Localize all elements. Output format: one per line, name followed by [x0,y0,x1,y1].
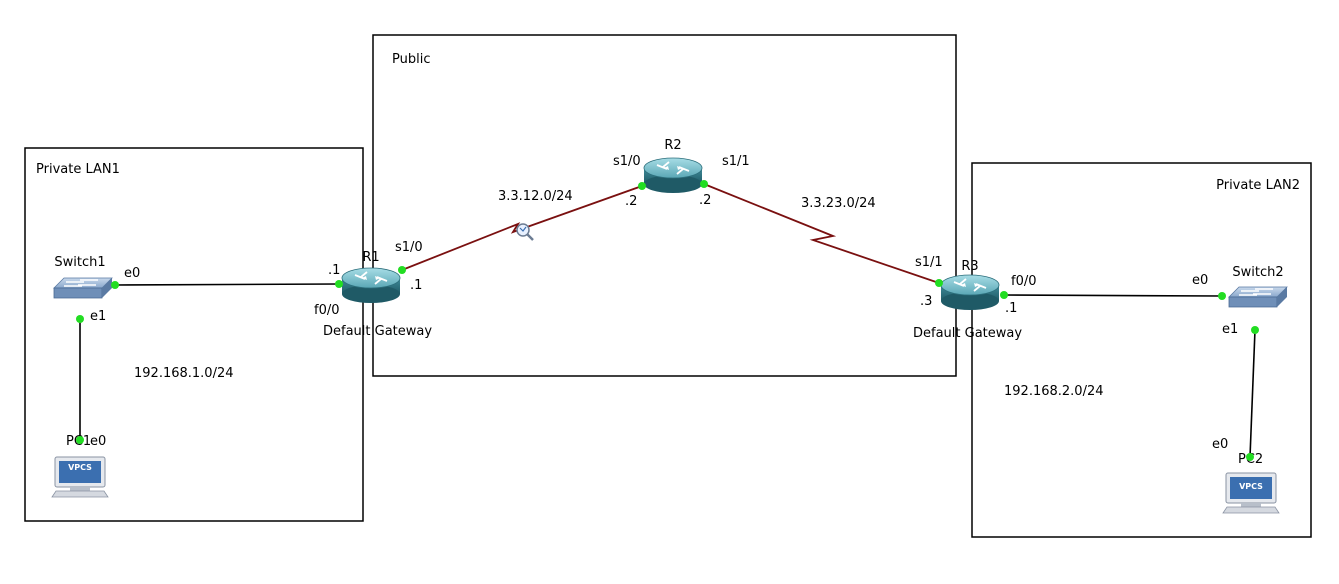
port-dot [398,266,406,274]
addr-label-r3-wan: .3 [920,294,932,309]
zone-private-lan1: Private LAN1 [24,147,364,522]
port-label-r1-s10: s1/0 [395,240,423,255]
port-dot [335,280,343,288]
port-dot [76,436,84,444]
vpcs2-badge: VPCS [1239,482,1263,491]
port-label-r2-s10: s1/0 [613,154,641,169]
link-switch2-pc2[interactable] [1249,329,1256,458]
port-label-r3-s11: s1/1 [915,255,943,270]
port-label-sw1-e1: e1 [90,309,106,324]
zone-lan2-label: Private LAN2 [1216,178,1300,193]
port-label-r3-f00: f0/0 [1011,274,1037,289]
link-switch1-r1[interactable] [114,283,340,286]
router-r1[interactable]: R1 [341,250,401,304]
router-r1-label: R1 [362,250,379,265]
port-dot [1218,292,1226,300]
computer-icon [1222,472,1280,514]
port-label-r1-f00: f0/0 [314,303,340,318]
port-label-pc2-e0: e0 [1212,437,1228,452]
port-label-sw1-e0: e0 [124,266,140,281]
packet-capture-icon[interactable] [516,223,534,241]
router-icon [643,157,703,194]
port-indicators [76,180,1259,461]
addr-label-r3-lan: .1 [1005,301,1017,316]
port-dot [76,315,84,323]
port-dot [1246,453,1254,461]
link-r3-switch2[interactable] [1003,294,1223,297]
zone-public: Public [372,34,957,377]
port-dot [111,281,119,289]
switch1-label: Switch1 [54,255,105,270]
network-label-lan1: 192.168.1.0/24 [134,366,234,381]
network-label-net23: 3.3.23.0/24 [801,196,876,211]
switch2-label: Switch2 [1232,265,1283,280]
switch-switch1[interactable]: Switch1 [53,255,113,299]
router-r2[interactable]: R2 [643,138,703,194]
switch-switch2[interactable]: Switch2 [1228,265,1288,308]
note-gateway1: Default Gateway [323,324,432,339]
zone-public-border [372,34,957,377]
addr-label-r2-s10: .2 [625,194,637,209]
zone-lan2-border [971,162,1312,538]
port-dot [935,279,943,287]
vpcs-pc2[interactable]: VPCS PC2 [1222,452,1280,514]
port-dot [700,180,708,188]
port-dot [638,182,646,190]
router-r3-label: R3 [961,259,978,274]
port-dot [1000,291,1008,299]
router-r3[interactable]: R3 [940,259,1000,311]
port-dot [1251,326,1259,334]
switch-icon [53,277,113,299]
addr-label-r1-wan: .1 [410,278,422,293]
link-r2-r3-serial[interactable] [703,183,940,284]
zone-lan1-label: Private LAN1 [36,162,120,177]
zone-lan1-border [24,147,364,522]
port-label-sw2-e1: e1 [1222,322,1238,337]
zone-private-lan2: Private LAN2 [971,162,1312,538]
router-r2-label: R2 [664,138,681,153]
port-label-sw2-e0: e0 [1192,273,1208,288]
vpcs1-badge: VPCS [68,463,92,472]
note-gateway2: Default Gateway [913,326,1022,341]
router-icon [940,274,1000,311]
switch-icon [1228,286,1288,308]
router-icon [341,267,401,304]
port-label-r2-s11: s1/1 [722,154,750,169]
zone-public-label: Public [392,52,430,67]
port-label-pc1-e0: e0 [90,434,106,449]
addr-label-r1-lan: .1 [328,263,340,278]
link-r1-r2-serial[interactable] [401,185,643,271]
network-label-lan2: 192.168.2.0/24 [1004,384,1104,399]
network-label-net12: 3.3.12.0/24 [498,189,573,204]
addr-label-r2-s11: .2 [699,193,711,208]
